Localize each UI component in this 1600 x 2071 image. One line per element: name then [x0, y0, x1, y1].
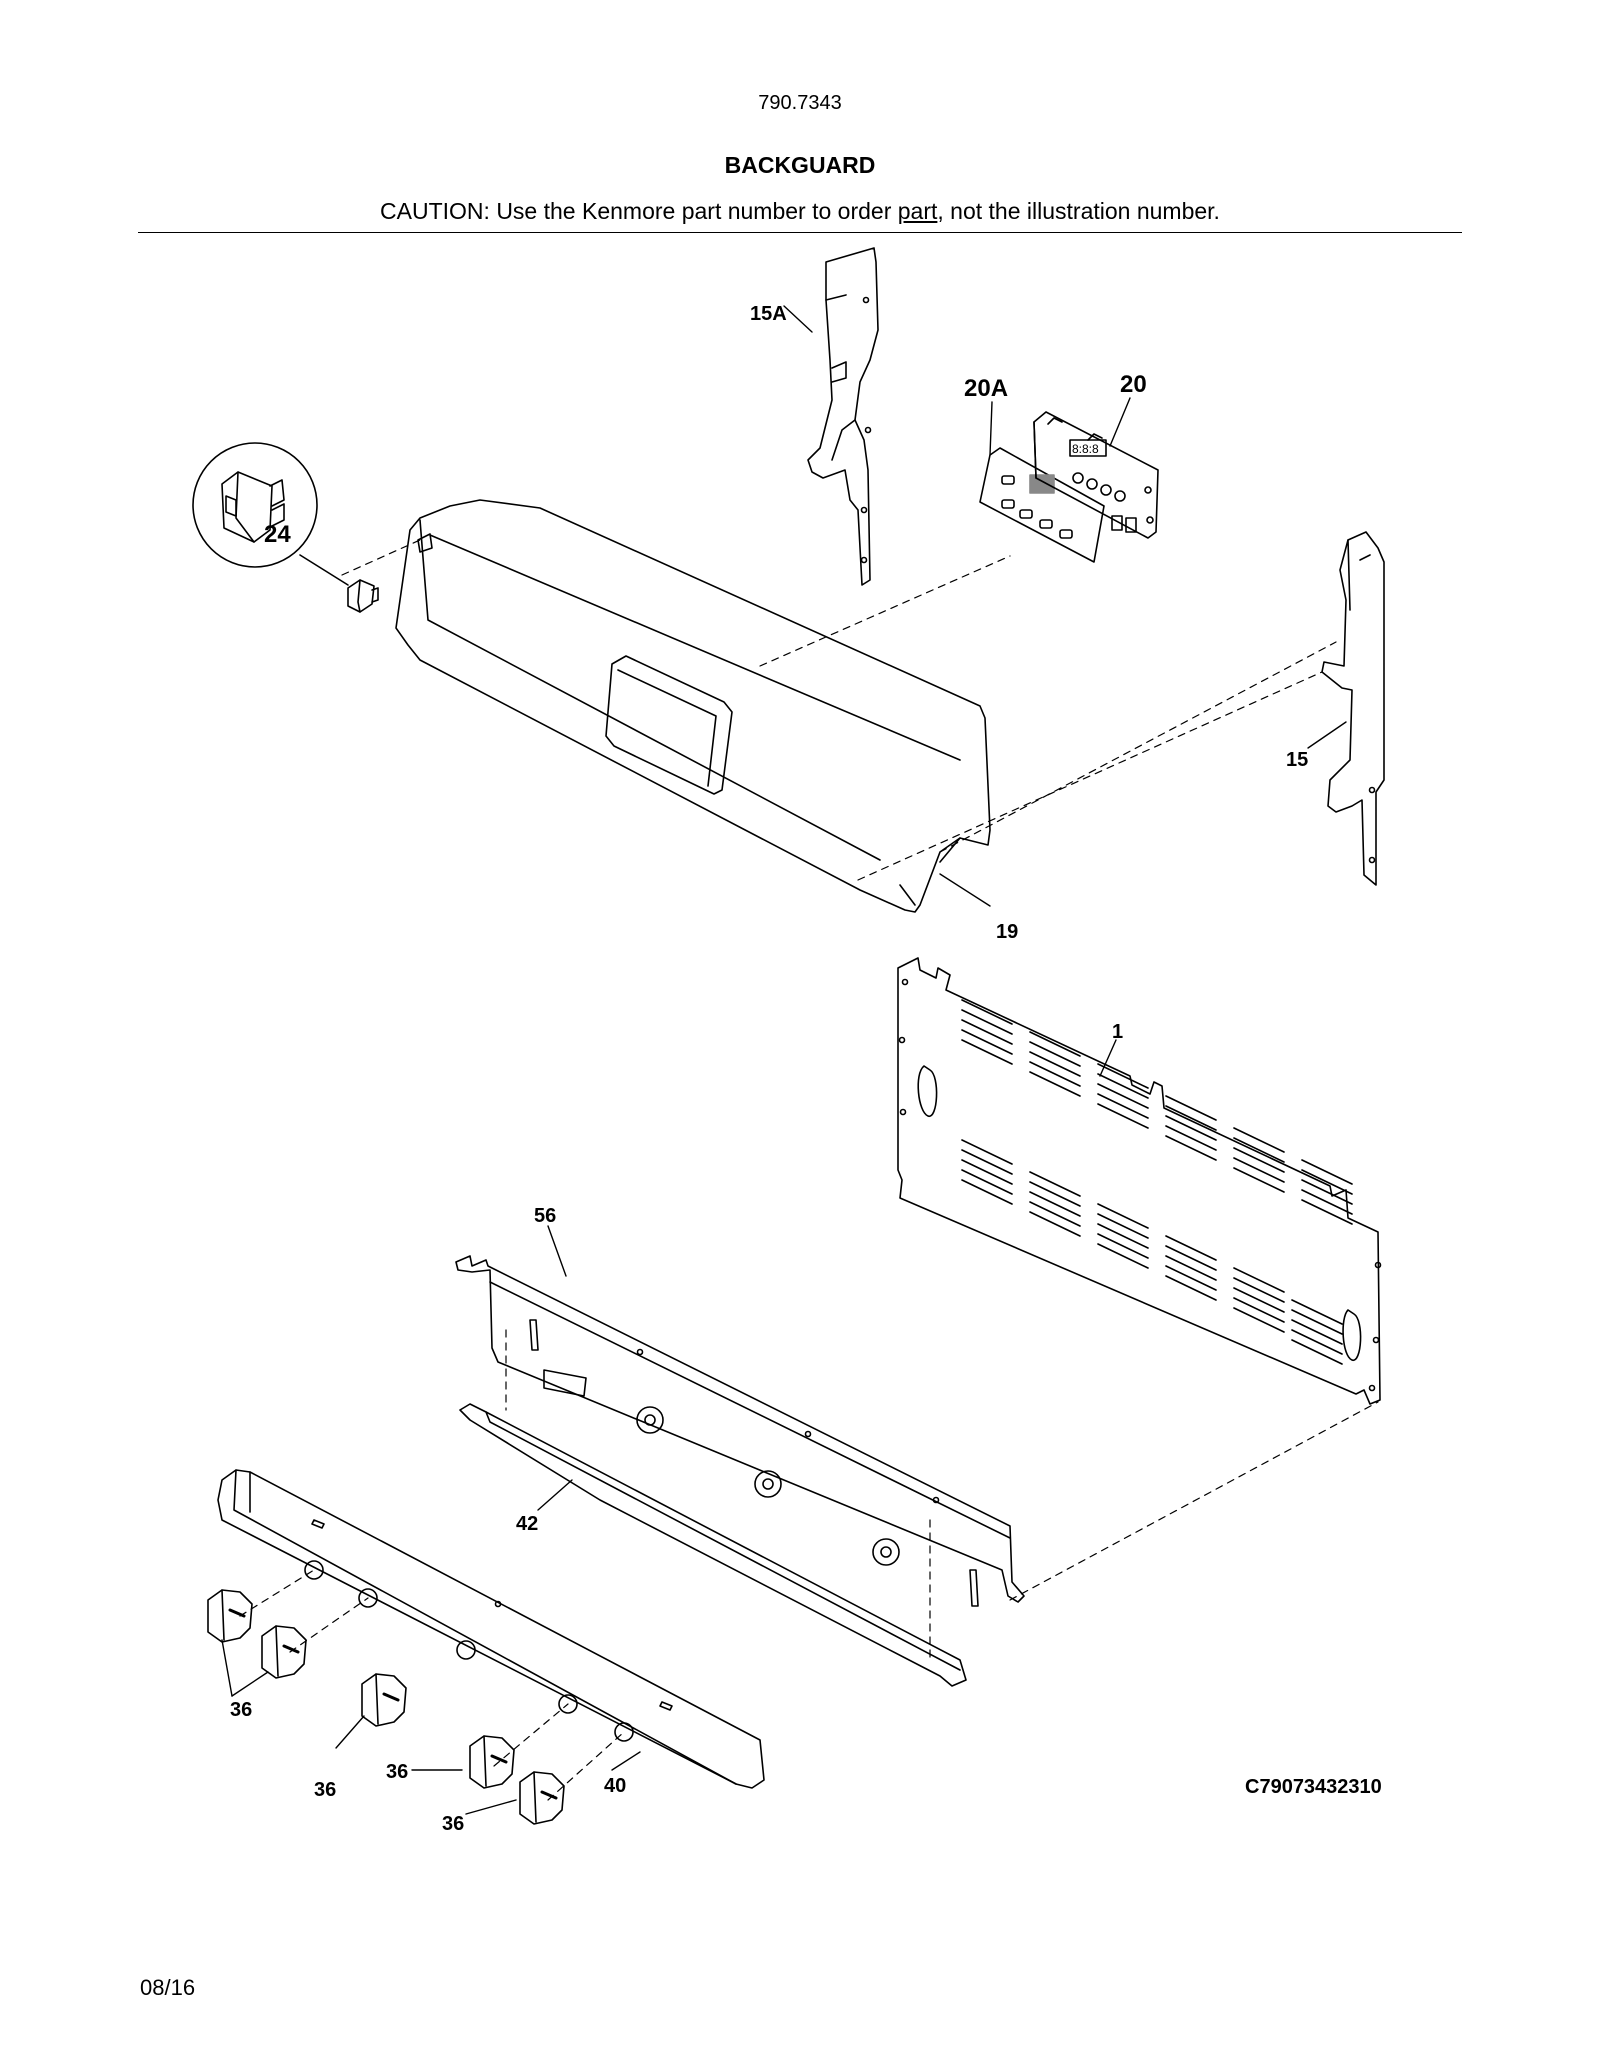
callout-56: 56	[534, 1205, 556, 1227]
end-bracket-left	[807, 247, 879, 586]
rear-panel	[897, 957, 1382, 1405]
callout-36-fourth: 36	[442, 1813, 464, 1835]
header-divider	[138, 232, 1462, 233]
switch-with-detail-circle	[192, 442, 379, 613]
caution-underlined-word: part	[897, 198, 938, 224]
manifold-panel	[217, 1469, 765, 1789]
callout-20: 20	[1120, 371, 1147, 398]
callout-20a: 20A	[964, 375, 1008, 402]
callout-36-first: 36	[230, 1699, 252, 1721]
knob-4	[469, 1735, 515, 1789]
control-overlay	[979, 447, 1105, 563]
callout-15: 15	[1286, 749, 1308, 771]
revision-date: 08/16	[140, 1975, 196, 2000]
callout-36-second: 36	[314, 1779, 336, 1801]
callout-1: 1	[1112, 1021, 1123, 1043]
callout-24: 24	[264, 521, 291, 548]
model-number: 790.7343	[758, 92, 842, 114]
svg-text:8:8:8: 8:8:8	[1072, 442, 1099, 456]
panel-support-bracket	[455, 1255, 1025, 1607]
caution-text-start: CAUTION: Use the Kenmore part number to …	[380, 198, 898, 224]
caution-text-end: , not the illustration number.	[937, 198, 1220, 224]
trim-strip	[459, 1403, 967, 1687]
knob-1	[207, 1589, 253, 1643]
control-panel	[395, 499, 991, 913]
callout-19: 19	[996, 921, 1018, 943]
clock-control-board: 8:8:8	[1033, 411, 1159, 539]
drawing-code: C79073432310	[1245, 1776, 1382, 1798]
caution-note: CAUTION: Use the Kenmore part number to …	[0, 198, 1600, 225]
knob-2	[261, 1625, 307, 1679]
end-bracket-right	[1321, 531, 1385, 886]
callout-15a: 15A	[750, 303, 787, 325]
leader-lines	[221, 305, 1347, 1815]
callout-40: 40	[604, 1775, 626, 1797]
callout-42: 42	[516, 1513, 538, 1535]
knob-3	[361, 1673, 407, 1727]
callout-36-third: 36	[386, 1761, 408, 1783]
alignment-lines	[239, 539, 1379, 1801]
knob-5	[519, 1771, 565, 1825]
page-title: BACKGUARD	[724, 152, 876, 178]
